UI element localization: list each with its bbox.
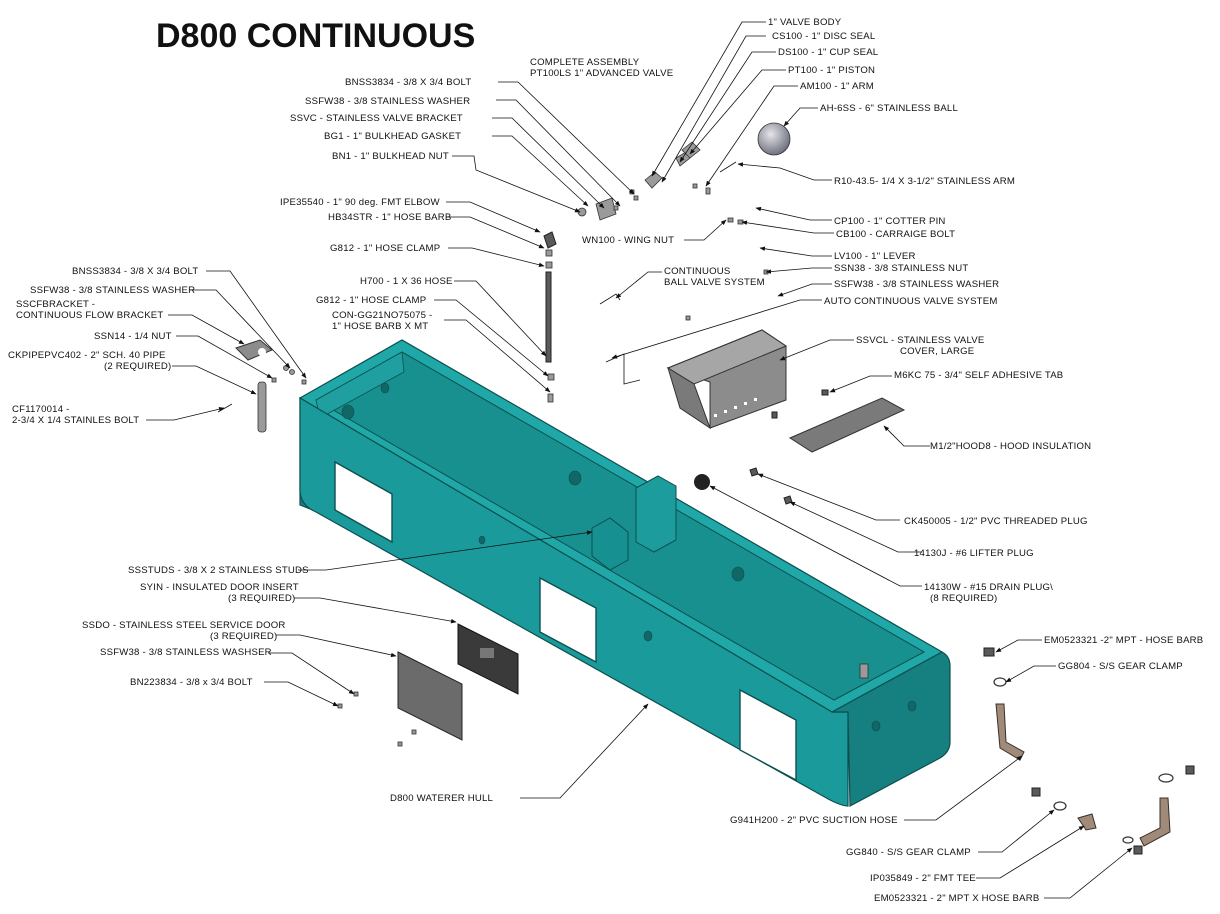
label-cf-2: 2-3/4 X 1/4 STAINLES BOLT (12, 415, 139, 426)
label-bnss-top: BNSS3834 - 3/8 X 3/4 BOLT (345, 77, 471, 88)
label-em-top: EM0523321 -2" MPT - HOSE BARB (1044, 635, 1203, 646)
label-r10: R10-43.5- 1/4 X 3-1/2" STAINLESS ARM (834, 176, 1015, 187)
hose-h700 (545, 271, 552, 363)
label-valve-body: 1" VALVE BODY (768, 17, 842, 28)
label-ds100: DS100 - 1" CUP SEAL (778, 47, 879, 58)
label-auto: AUTO CONTINUOUS VALVE SYSTEM (824, 296, 998, 307)
label-sscf-1: SSCFBRACKET - (16, 299, 95, 310)
label-cf-1: CF1170014 - (12, 404, 70, 415)
label-h700: H700 - 1 X 36 HOSE (360, 276, 453, 287)
label-ssvcl-1: SSVCL - STAINLESS VALVE (856, 335, 984, 346)
label-ssstuds: SSSTUDS - 3/8 X 2 STAINLESS STUDS (128, 565, 309, 576)
label-ssn38: SSN38 - 3/8 STAINLESS NUT (834, 263, 968, 274)
label-m6kc: M6KC 75 - 3/4" SELF ADHESIVE TAB (894, 370, 1063, 381)
label-bn1: BN1 - 1" BULKHEAD NUT (332, 151, 449, 162)
hull-window-left (334, 460, 393, 544)
label-cont-2: BALL VALVE SYSTEM (664, 277, 765, 288)
label-con-2: 1" HOSE BARB X MT (332, 321, 428, 332)
insulated-door-insert (457, 623, 519, 695)
label-hb34: HB34STR - 1" HOSE BARB (328, 212, 452, 223)
label-gg840: GG840 - S/S GEAR CLAMP (846, 847, 971, 858)
label-ckpipe-1: CKPIPEPVC402 - 2" SCH. 40 PIPE (8, 350, 166, 361)
label-cont-1: CONTINUOUS (664, 266, 731, 277)
label-ssfw-mid: SSFW38 - 3/8 STAINLESS WASHER (834, 279, 999, 290)
label-g812-top: G812 - 1" HOSE CLAMP (330, 243, 440, 254)
label-am100: AM100 - 1" ARM (800, 81, 874, 92)
valve-housing (635, 475, 677, 553)
label-ssdo-2: (3 REQUIRED) (210, 631, 277, 642)
part-labels: 1" VALVE BODY CS100 - 1" DISC SEAL DS100… (8, 17, 1203, 904)
label-drain-2: (8 REQUIRED) (930, 593, 997, 604)
label-ck45: CK450005 - 1/2" PVC THREADED PLUG (904, 516, 1088, 527)
label-cp100: CP100 - 1" COTTER PIN (834, 216, 946, 227)
label-ssvcl-2: COVER, LARGE (900, 346, 974, 357)
hull-window-right (739, 688, 797, 782)
label-drain-1: 14130W - #15 DRAIN PLUG\ (924, 582, 1053, 593)
label-ckpipe-2: (2 REQUIRED) (104, 361, 171, 372)
hull-holes (341, 382, 917, 732)
label-complete-2: PT100LS 1" ADVANCED VALVE (530, 68, 673, 79)
label-ssdo-1: SSDO - STAINLESS STEEL SERVICE DOOR (82, 620, 286, 631)
label-con-1: CON-GG21NO75075 - (332, 310, 432, 321)
label-bnss-left: BNSS3834 - 3/8 X 3/4 BOLT (72, 266, 198, 277)
flow-bracket (235, 339, 307, 385)
label-g812-mid: G812 - 1" HOSE CLAMP (316, 295, 426, 306)
valve-parts-cluster (577, 141, 744, 225)
label-ah6ss: AH-6SS - 6" STAINLESS BALL (820, 103, 958, 114)
label-g941: G941H200 - 2" PVC SUCTION HOSE (730, 815, 898, 826)
service-door (397, 651, 463, 741)
label-bn2238: BN223834 - 3/8 x 3/4 BOLT (130, 677, 253, 688)
label-sscf-2: CONTINUOUS FLOW BRACKET (16, 310, 163, 321)
label-wn100: WN100 - WING NUT (582, 235, 674, 246)
hose-fittings (543, 231, 557, 403)
stainless-bolt (217, 403, 233, 413)
label-gg804: GG804 - S/S GEAR CLAMP (1058, 661, 1183, 672)
hull-window-middle (539, 576, 597, 664)
label-pt100: PT100 - 1" PISTON (788, 65, 875, 76)
label-ssn14: SSN14 - 1/4 NUT (94, 331, 172, 342)
label-m1hood: M1/2"HOOD8 - HOOD INSULATION (930, 441, 1091, 452)
valve-cover (666, 329, 788, 430)
suction-hoses (983, 647, 1195, 855)
pvc-pipe (257, 381, 267, 433)
label-em-bot: EM0523321 - 2" MPT X HOSE BARB (874, 893, 1039, 904)
label-ssfw-left: SSFW38 - 3/8 STAINLESS WASHER (30, 285, 195, 296)
threaded-plug (694, 474, 710, 490)
leader-lines (146, 21, 1133, 899)
stainless-ball (757, 122, 791, 156)
hood-insulation (788, 397, 906, 453)
label-hull: D800 WATERER HULL (390, 793, 494, 804)
waterer-hull (298, 339, 951, 807)
label-ip035: IP035849 - 2" FMT TEE (870, 873, 976, 884)
label-cs100: CS100 - 1" DISC SEAL (772, 31, 876, 42)
label-complete-1: COMPLETE ASSEMBLY (530, 57, 640, 68)
label-cb100: CB100 - CARRAIGE BOLT (836, 229, 955, 240)
diagram-title: D800 CONTINUOUS (156, 17, 475, 55)
label-syin-1: SYIN - INSULATED DOOR INSERT (140, 582, 299, 593)
label-syin-2: (3 REQUIRED) (228, 593, 295, 604)
label-ssvc: SSVC - STAINLESS VALVE BRACKET (290, 113, 463, 124)
label-lv100: LV100 - 1" LEVER (834, 251, 916, 262)
label-ssfw-top: SSFW38 - 3/8 STAINLESS WASHER (305, 96, 470, 107)
label-lifter: 14130J - #6 LIFTER PLUG (914, 548, 1034, 559)
label-bg1: BG1 - 1" BULKHEAD GASKET (324, 131, 461, 142)
label-ipe: IPE35540 - 1" 90 deg. FMT ELBOW (280, 197, 441, 208)
label-ssfw-low: SSFW38 - 3/8 STAINLESS WASHSER (100, 647, 272, 658)
